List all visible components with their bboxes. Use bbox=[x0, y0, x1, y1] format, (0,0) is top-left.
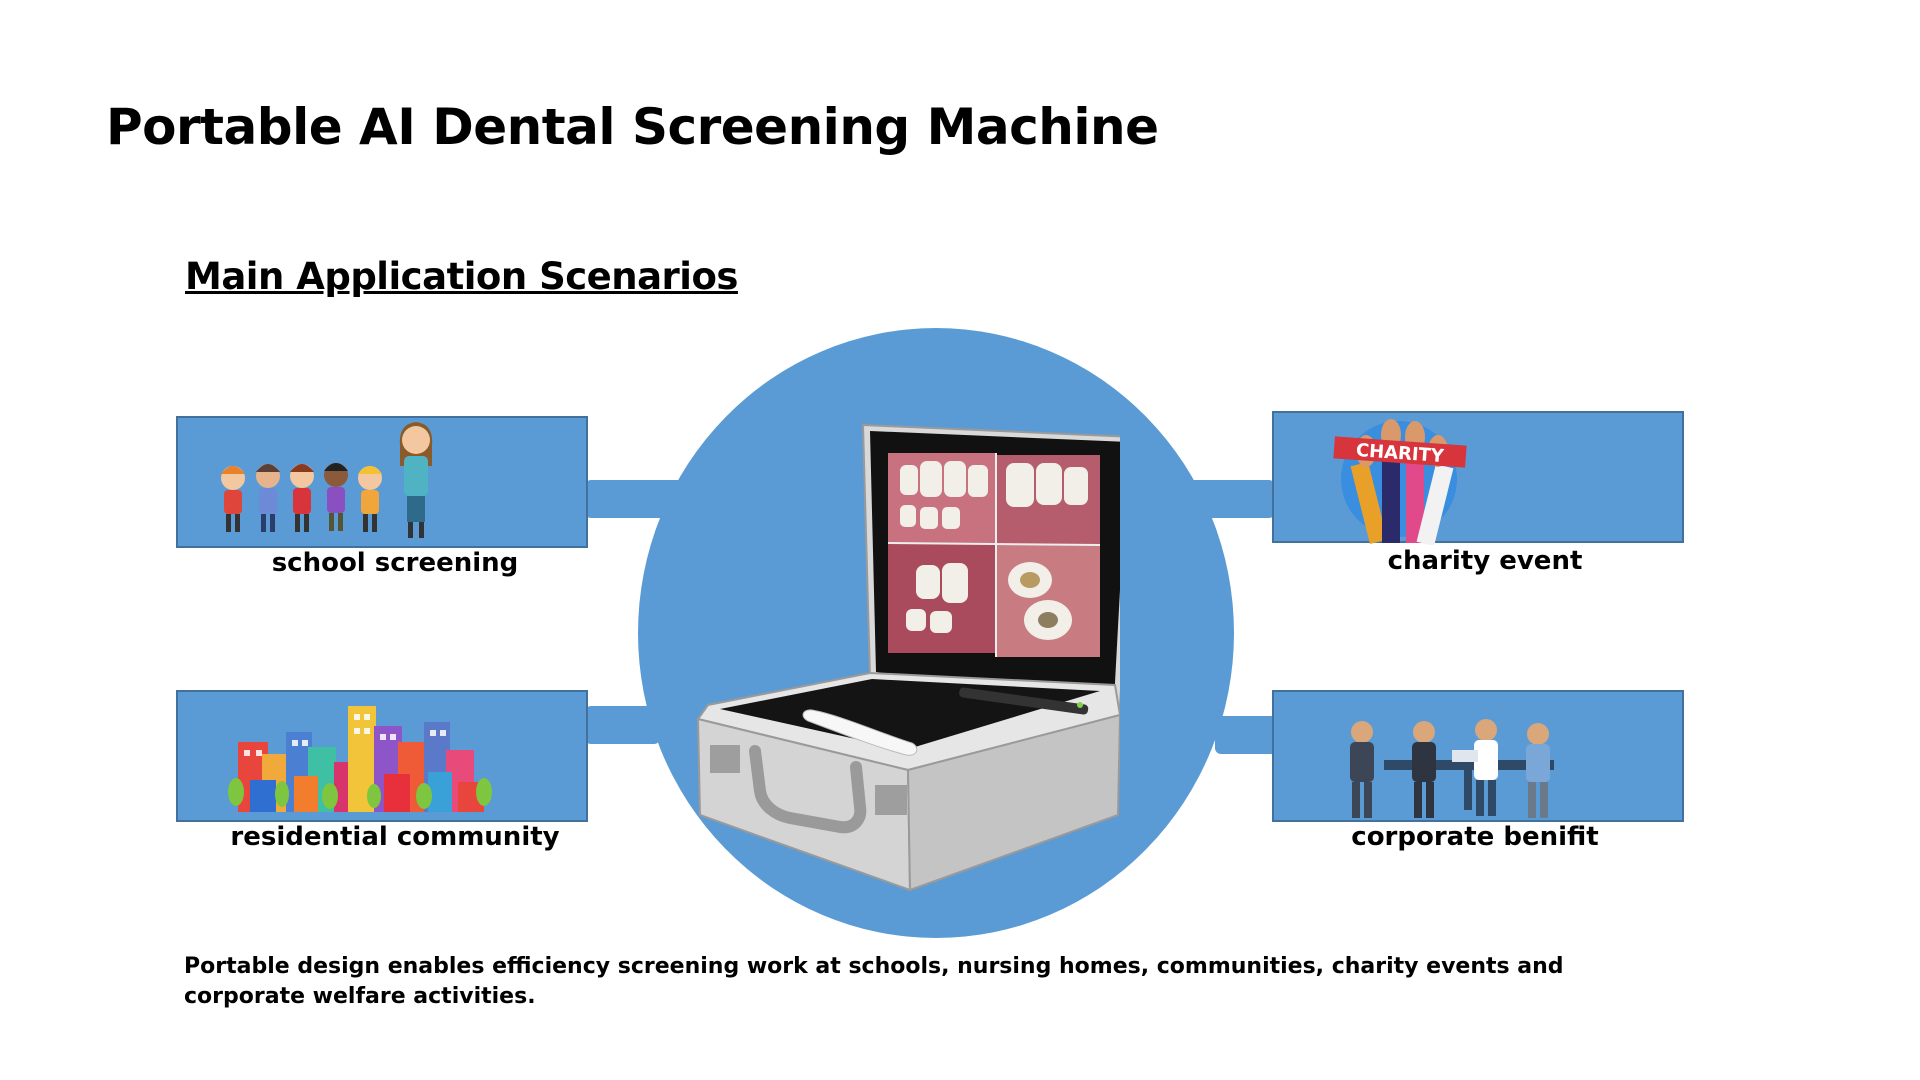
children-icon bbox=[221, 422, 433, 538]
scenario-box-corporate bbox=[1272, 690, 1684, 822]
caption-corporate: corporate benifit bbox=[1351, 822, 1599, 852]
scenario-box-school bbox=[176, 416, 588, 548]
city-buildings-icon bbox=[228, 706, 492, 812]
caption-charity: charity event bbox=[1387, 546, 1583, 576]
caption-school: school screening bbox=[271, 548, 519, 578]
scenario-box-residential bbox=[176, 690, 588, 822]
scenario-box-charity: CHARITY bbox=[1272, 411, 1684, 545]
dental-screening-case-icon bbox=[680, 415, 1137, 900]
charity-hands-icon: CHARITY bbox=[1333, 419, 1467, 545]
business-meeting-icon bbox=[1350, 719, 1554, 818]
caption-residential: residential community bbox=[230, 822, 560, 852]
section-subtitle: Main Application Scenarios bbox=[185, 255, 738, 298]
connector-corporate bbox=[1215, 716, 1280, 754]
page-title: Portable AI Dental Screening Machine bbox=[106, 98, 1159, 156]
footer-description: Portable design enables efficiency scree… bbox=[184, 954, 1564, 1009]
